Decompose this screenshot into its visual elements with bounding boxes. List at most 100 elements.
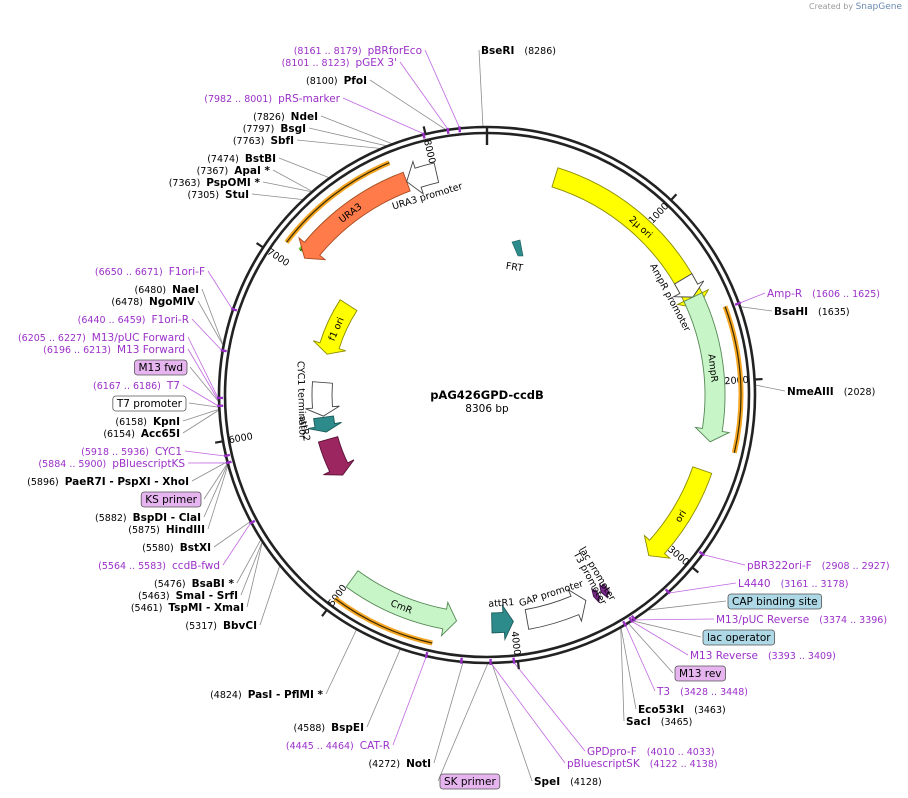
site-label-f1ori-r[interactable]: F1ori-R(6440 .. 6459): [78, 314, 189, 326]
site-label-bbvci[interactable]: BbvCI(5317): [185, 620, 257, 632]
site-label-gpdpro-f[interactable]: GPDpro-F(4010 .. 4033): [587, 746, 715, 758]
site-labels[interactable]: BseRI(8286) pBRforEco(8161 .. 8179)pGEX 3…: [18, 45, 890, 790]
site-label-saci[interactable]: SacI(3465): [626, 716, 692, 728]
site-label-pbluescriptsk[interactable]: pBluescriptSK(4122 .. 4138): [567, 758, 718, 770]
frt-feature[interactable]: FRT: [505, 239, 524, 274]
site-name: HindIII: [166, 524, 205, 536]
site-label-pbrforeco[interactable]: pBRforEco(8161 .. 8179): [294, 45, 422, 57]
site-label-sbfi[interactable]: SbfI(7763): [233, 135, 294, 147]
created-by-text: Created by: [809, 2, 854, 11]
site-label-t7[interactable]: T7(6167 .. 6186): [93, 380, 180, 392]
site-label-m13-fwd[interactable]: M13 fwd: [134, 359, 188, 376]
site-name: BspEI: [331, 722, 364, 734]
leader-line-pbluescriptsk: [491, 663, 566, 764]
leader-line-bspei: [366, 649, 401, 728]
site-label-smai-srfi[interactable]: SmaI - SrfI(5463): [138, 590, 238, 602]
site-name: SbfI: [270, 135, 294, 147]
site-label-cyc1[interactable]: CYC1(5918 .. 5936): [81, 446, 182, 458]
site-label-m13-puc-forward[interactable]: M13/pUC Forward(6205 .. 6227): [18, 332, 185, 344]
site-label-tspmi-xmai[interactable]: TspMI - XmaI(5461): [131, 602, 244, 614]
feature-cmr[interactable]: CmR: [345, 570, 458, 638]
leader-line-acc65i: [182, 410, 219, 434]
site-label-bspei[interactable]: BspEI(4588): [294, 722, 364, 734]
site-label-kpni[interactable]: KpnI(6158): [115, 416, 180, 428]
site-name: PspOMI *: [206, 177, 260, 189]
leader-line-t7: [182, 384, 219, 407]
leader-line-pbrforeco: [424, 49, 460, 128]
site-label-m13-forward[interactable]: M13 Forward(6196 .. 6213): [43, 344, 185, 356]
site-label-t3[interactable]: T3(3428 .. 3448): [656, 686, 748, 698]
box-label-frame: [439, 773, 501, 790]
site-label-pfoi[interactable]: PfoI(8100): [306, 75, 367, 87]
leader-line-bsahi: [741, 306, 773, 312]
leader-line-kpni: [182, 409, 219, 422]
site-marker-17: [664, 588, 671, 595]
feature-arrow-ampr: [683, 292, 731, 443]
site-name: TspMI - XmaI: [168, 602, 244, 614]
site-label-m13-reverse[interactable]: M13 Reverse(3393 .. 3409): [690, 650, 836, 662]
feature-f1-ori[interactable]: f1 ori: [312, 299, 358, 355]
site-label-t7-promoter[interactable]: T7 promoter: [112, 395, 187, 412]
site-marker-3: [230, 307, 238, 312]
site-label-ccdb-fwd[interactable]: ccdB-fwd(5564 .. 5583): [98, 560, 220, 572]
site-label-bspdi-clai[interactable]: BspDI - ClaI(5882): [95, 512, 201, 524]
site-label-eco53ki[interactable]: Eco53kI(3463): [638, 704, 726, 716]
site-position: (8100): [306, 76, 338, 87]
site-label-m13-puc-reverse[interactable]: M13/pUC Reverse(3374 .. 3396): [716, 614, 887, 626]
site-label-noti[interactable]: NotI(4272): [368, 758, 431, 770]
site-label-bseri[interactable]: BseRI(8286): [481, 45, 556, 57]
site-label-l4440[interactable]: L4440(3161 .. 3178): [738, 578, 848, 590]
frt-label: FRT: [505, 261, 524, 274]
feature-cyc1-terminator[interactable]: CYC1 terminator: [295, 361, 340, 439]
site-label-acc65i[interactable]: Acc65I(6154): [103, 428, 180, 440]
site-label-pgex-3[interactable]: pGEX 3'(8101 .. 8123): [282, 57, 397, 69]
site-label-naei[interactable]: NaeI(6480): [135, 284, 200, 296]
leader-line-f1ori-f: [207, 270, 233, 310]
feature-attr2[interactable]: attR2: [296, 415, 342, 442]
site-position: (2908 .. 2927): [822, 561, 890, 572]
feature-ccdb[interactable]: ccdB: [317, 436, 368, 476]
tick-mark-8000: [422, 126, 427, 135]
site-label-stui[interactable]: StuI(7305): [187, 189, 249, 201]
site-position: (6480): [135, 285, 167, 296]
site-label-bsahi[interactable]: BsaHI(1635): [774, 306, 850, 318]
frt-arrow-icon: [511, 239, 524, 257]
site-label-f1ori-f[interactable]: F1ori-F(6650 .. 6671): [95, 266, 205, 278]
site-name: BsaBI *: [192, 578, 235, 590]
site-marker-15: [628, 616, 634, 624]
site-label-m13-rev[interactable]: M13 rev: [674, 665, 726, 682]
site-label-ndei[interactable]: NdeI(7826): [253, 111, 318, 123]
site-label-paer7i-pspxi-xhoi[interactable]: PaeR7I - PspXI - XhoI(5896): [27, 476, 189, 488]
snapgene-branding: Created by SnapGene: [809, 2, 902, 12]
site-label-nmeaiii[interactable]: NmeAIII(2028): [787, 386, 875, 398]
site-position: (6650 .. 6671): [95, 267, 163, 278]
feature-gap-promoter[interactable]: GAP promoter: [518, 578, 587, 630]
site-label-cap-binding-site[interactable]: CAP binding site: [727, 593, 823, 610]
site-label-hindiii[interactable]: HindIII (5875): [128, 524, 205, 536]
site-label-amp-r[interactable]: Amp-R(1606 .. 1625): [767, 288, 880, 300]
site-label-lac-operator[interactable]: lac operator: [702, 629, 776, 646]
feature-attr1[interactable]: attR1: [488, 597, 515, 642]
site-label-pbr322ori-f[interactable]: pBR322ori-F(2908 .. 2927): [747, 560, 890, 572]
feature-ori[interactable]: ori: [643, 466, 713, 559]
site-name: BseRI: [481, 45, 514, 57]
site-label-cat-r[interactable]: CAT-R(4445 .. 4464): [286, 740, 390, 752]
site-label-apai[interactable]: ApaI *(7367): [197, 165, 271, 177]
site-position: (5875): [128, 525, 160, 536]
site-label-bstxi[interactable]: BstXI(5580): [142, 542, 211, 554]
site-label-bstbi[interactable]: BstBI(7474): [207, 153, 276, 165]
site-label-bsabi[interactable]: BsaBI *(5476): [154, 578, 234, 590]
site-label-ks-primer[interactable]: KS primer: [140, 491, 202, 508]
site-label-spei[interactable]: SpeI(4128): [534, 776, 602, 788]
site-label-sk-primer[interactable]: SK primer: [439, 773, 501, 790]
feature-ura3[interactable]: URA3: [298, 171, 411, 261]
site-label-ngomiv[interactable]: NgoMIV(6478): [111, 296, 195, 308]
site-label-pspomi[interactable]: PspOMI *(7363): [169, 177, 261, 189]
tick-mark-5000: [321, 609, 328, 617]
feature-ampr[interactable]: AmpR: [683, 292, 731, 443]
site-label-pbluescriptks[interactable]: pBluescriptKS(5884 .. 5900): [38, 458, 185, 470]
site-label-bsgi[interactable]: BsgI(7797): [243, 123, 306, 135]
site-label-pasi-pflmi[interactable]: PasI - PflMI *(4824): [210, 689, 323, 701]
label-leader-lines: [182, 49, 786, 782]
site-label-prs-marker[interactable]: pRS-marker(7982 .. 8001): [204, 93, 340, 105]
